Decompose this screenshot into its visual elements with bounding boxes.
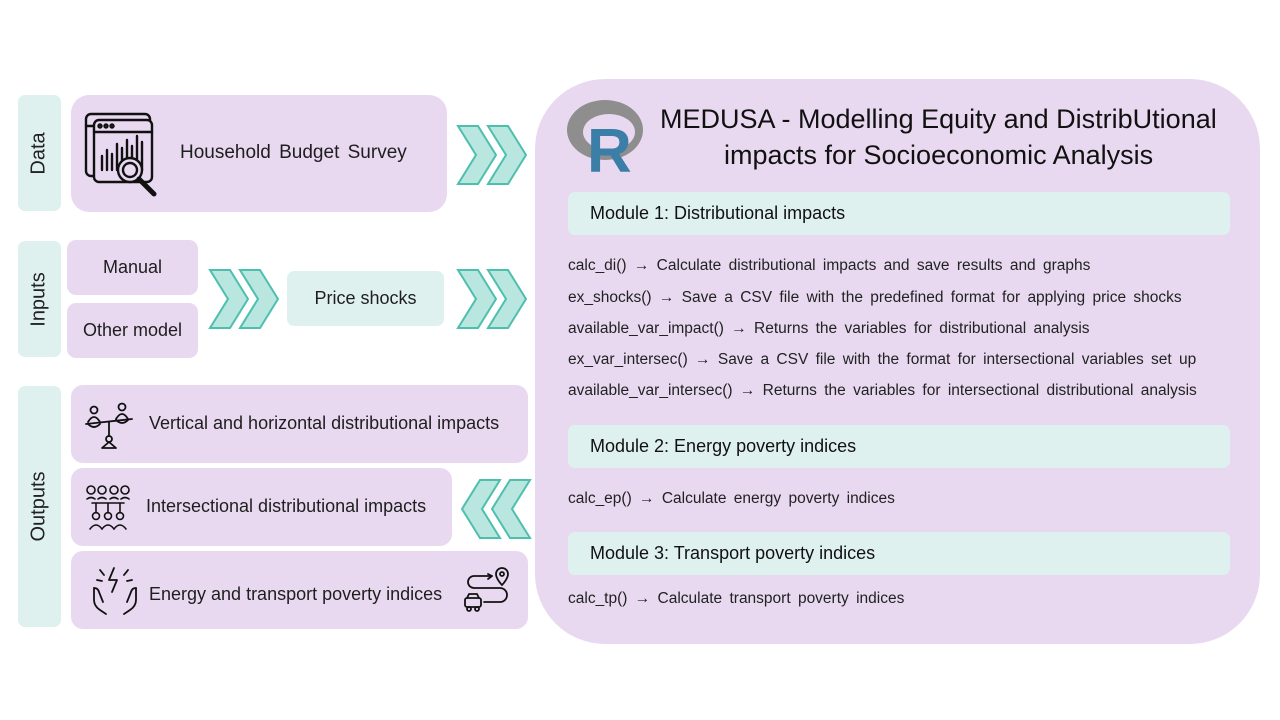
input-manual-label: Manual <box>102 257 163 277</box>
main-title-line1: MEDUSA - Modelling Equity and DistribUti… <box>660 104 1217 134</box>
chevron-right-icon <box>208 269 280 329</box>
function-ex-var-intersec: ex_var_intersec() → Save a CSV file with… <box>568 351 1197 368</box>
chevron-left-icon <box>460 479 532 539</box>
price-shocks-box: Price shocks <box>287 271 444 326</box>
chevron-right-icon <box>456 125 528 185</box>
chevron-right-icon <box>456 269 528 329</box>
function-calc-di: calc_di() → Calculate distributional imp… <box>568 257 1091 274</box>
function-ex-shocks: ex_shocks() → Save a CSV file with the p… <box>568 289 1182 306</box>
input-manual: Manual <box>67 240 198 295</box>
module-3-title: Module 3: Transport poverty indices <box>590 543 876 563</box>
output-poverty-box <box>71 551 528 629</box>
function-available-var-intersec: available_var_intersec() → Returns the v… <box>568 382 1197 399</box>
section-label-inputs: Inputs <box>18 241 61 357</box>
output-vertical-label: Vertical and horizontal distributional i… <box>149 413 500 433</box>
module-1-title: Module 1: Distributional impacts <box>590 203 846 223</box>
data-source-label: Household Budget Survey <box>180 142 407 163</box>
module-3-header: Module 3: Transport poverty indices <box>568 532 1230 575</box>
input-other-model: Other model <box>67 303 198 358</box>
output-vertical-box <box>71 385 528 463</box>
section-label-data-text: Data <box>28 131 50 175</box>
function-available-var-impact: available_var_impact() → Returns the var… <box>568 320 1090 337</box>
data-analysis-icon <box>84 112 157 197</box>
main-title-line2: impacts for Socioeconomic Analysis <box>724 140 1154 170</box>
section-label-outputs: Outputs <box>18 386 61 627</box>
route-pin-icon <box>464 567 509 612</box>
section-label-data: Data <box>18 95 61 211</box>
output-intersectional-box <box>71 468 452 546</box>
output-intersectional-label: Intersectional distributional impacts <box>146 496 427 516</box>
section-label-outputs-text: Outputs <box>28 471 51 542</box>
module-2-header: Module 2: Energy poverty indices <box>568 425 1230 468</box>
r-logo-letter: R <box>587 117 632 176</box>
section-label-inputs-text: Inputs <box>28 271 51 327</box>
output-poverty-label: Energy and transport poverty indices <box>149 584 443 604</box>
people-group-icon <box>86 485 130 530</box>
balance-scale-people-icon <box>85 402 133 449</box>
price-shocks-label: Price shocks <box>314 288 417 308</box>
module-2-title: Module 2: Energy poverty indices <box>590 436 857 456</box>
module-1-header: Module 1: Distributional impacts <box>568 192 1230 235</box>
function-calc-tp: calc_tp() → Calculate transport poverty … <box>568 590 905 607</box>
function-calc-ep: calc_ep() → Calculate energy poverty ind… <box>568 490 895 507</box>
hands-energy-icon <box>93 567 137 615</box>
input-other-model-label: Other model <box>82 320 183 340</box>
r-logo-icon: R <box>567 100 643 176</box>
